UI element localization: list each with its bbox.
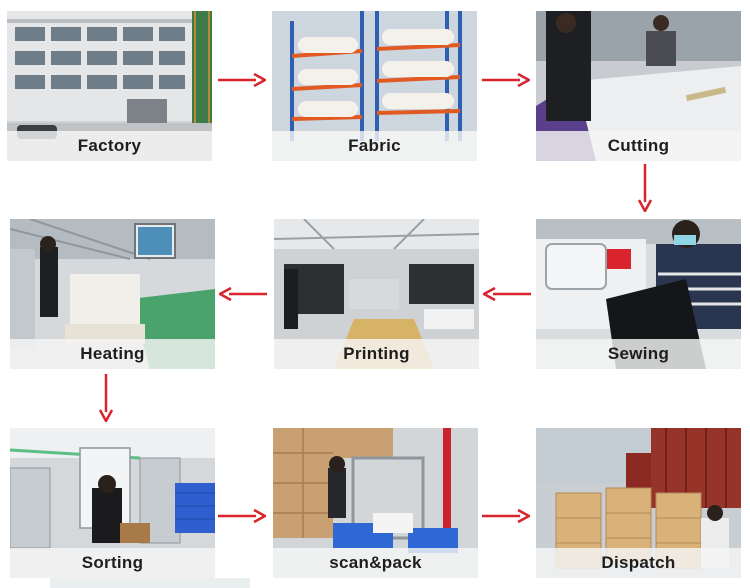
step-label: scan&pack bbox=[273, 548, 478, 578]
step-label: Dispatch bbox=[536, 548, 741, 578]
step-label: Printing bbox=[274, 339, 479, 369]
step-label: Sewing bbox=[536, 339, 741, 369]
step-label: Sorting bbox=[10, 548, 215, 578]
step-scanpack: scan&pack bbox=[273, 428, 478, 578]
arrow-right-4 bbox=[482, 508, 530, 524]
step-heating: Heating bbox=[10, 219, 215, 369]
arrow-left-1 bbox=[219, 286, 267, 302]
arrow-down-1 bbox=[637, 164, 653, 212]
step-fabric: Fabric bbox=[272, 11, 477, 161]
step-dispatch: Dispatch bbox=[536, 428, 741, 578]
step-label: Factory bbox=[7, 131, 212, 161]
arrow-left-2 bbox=[483, 286, 531, 302]
arrow-down-2 bbox=[98, 374, 114, 422]
arrow-right-1 bbox=[218, 72, 266, 88]
step-label: Heating bbox=[10, 339, 215, 369]
step-sewing: Sewing bbox=[536, 219, 741, 369]
step-sorting: Sorting bbox=[10, 428, 215, 578]
step-label: Cutting bbox=[536, 131, 741, 161]
arrow-right-3 bbox=[218, 508, 266, 524]
step-cutting: Cutting bbox=[536, 11, 741, 161]
step-printing: Printing bbox=[274, 219, 479, 369]
step-factory: Factory bbox=[7, 11, 212, 161]
step-label: Fabric bbox=[272, 131, 477, 161]
arrow-right-2 bbox=[482, 72, 530, 88]
bottom-edge-strip bbox=[50, 578, 250, 588]
